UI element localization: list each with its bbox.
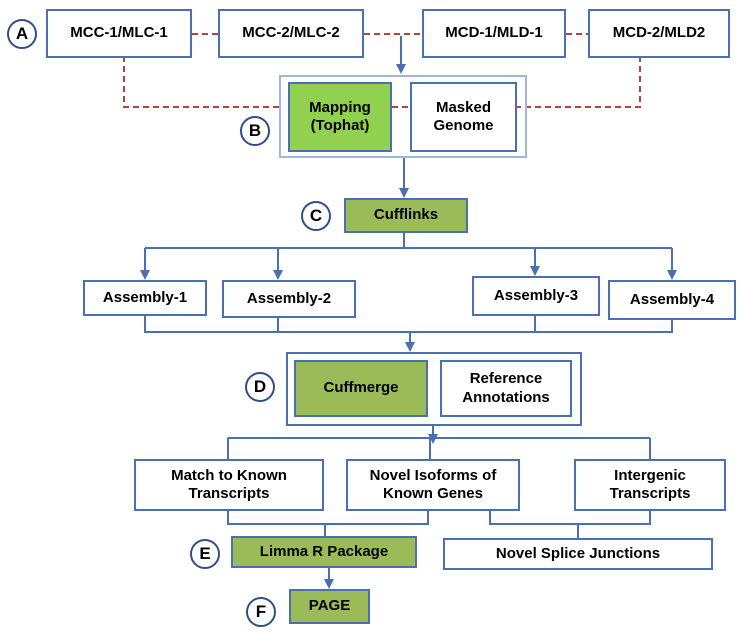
step-badge-a: A (7, 19, 37, 49)
line-to-splice (489, 511, 651, 525)
novel-splice-junctions-box: Novel Splice Junctions (443, 538, 713, 570)
sample-mcc-1: MCC-1/MLC-1 (46, 9, 192, 58)
assembly-2-box: Assembly-2 (222, 280, 356, 318)
sample-mcd-1: MCD-1/MLD-1 (422, 9, 566, 58)
step-badge-f: F (246, 597, 276, 627)
cuffmerge-box: Cuffmerge (294, 360, 428, 417)
step-badge-b: B (240, 116, 270, 146)
reference-annotations-box: Reference Annotations (440, 360, 572, 417)
mapping-tophat-box: Mapping (Tophat) (288, 82, 392, 152)
merge-group-frame (286, 352, 582, 426)
intergenic-transcripts-box: Intergenic Transcripts (574, 459, 726, 511)
match-known-transcripts-box: Match to Known Transcripts (134, 459, 324, 511)
sample-mcc-2: MCC-2/MLC-2 (218, 9, 364, 58)
sample-mcd-2: MCD-2/MLD2 (588, 9, 730, 58)
step-badge-c: C (301, 201, 331, 231)
line-to-limma (227, 511, 429, 525)
step-badge-d: D (245, 372, 275, 402)
sample-dashed-links (123, 33, 641, 108)
assembly-1-box: Assembly-1 (83, 280, 207, 316)
cufflinks-box: Cufflinks (344, 198, 468, 233)
assembly-4-box: Assembly-4 (608, 280, 736, 320)
mapping-group-frame (279, 75, 527, 158)
masked-genome-box: Masked Genome (410, 82, 517, 152)
line-assembly-merge (144, 316, 673, 333)
limma-r-package-box: Limma R Package (231, 536, 417, 568)
novel-isoforms-box: Novel Isoforms of Known Genes (346, 459, 520, 511)
assembly-3-box: Assembly-3 (472, 276, 600, 316)
step-badge-e: E (190, 539, 220, 569)
page-box: PAGE (289, 589, 370, 624)
